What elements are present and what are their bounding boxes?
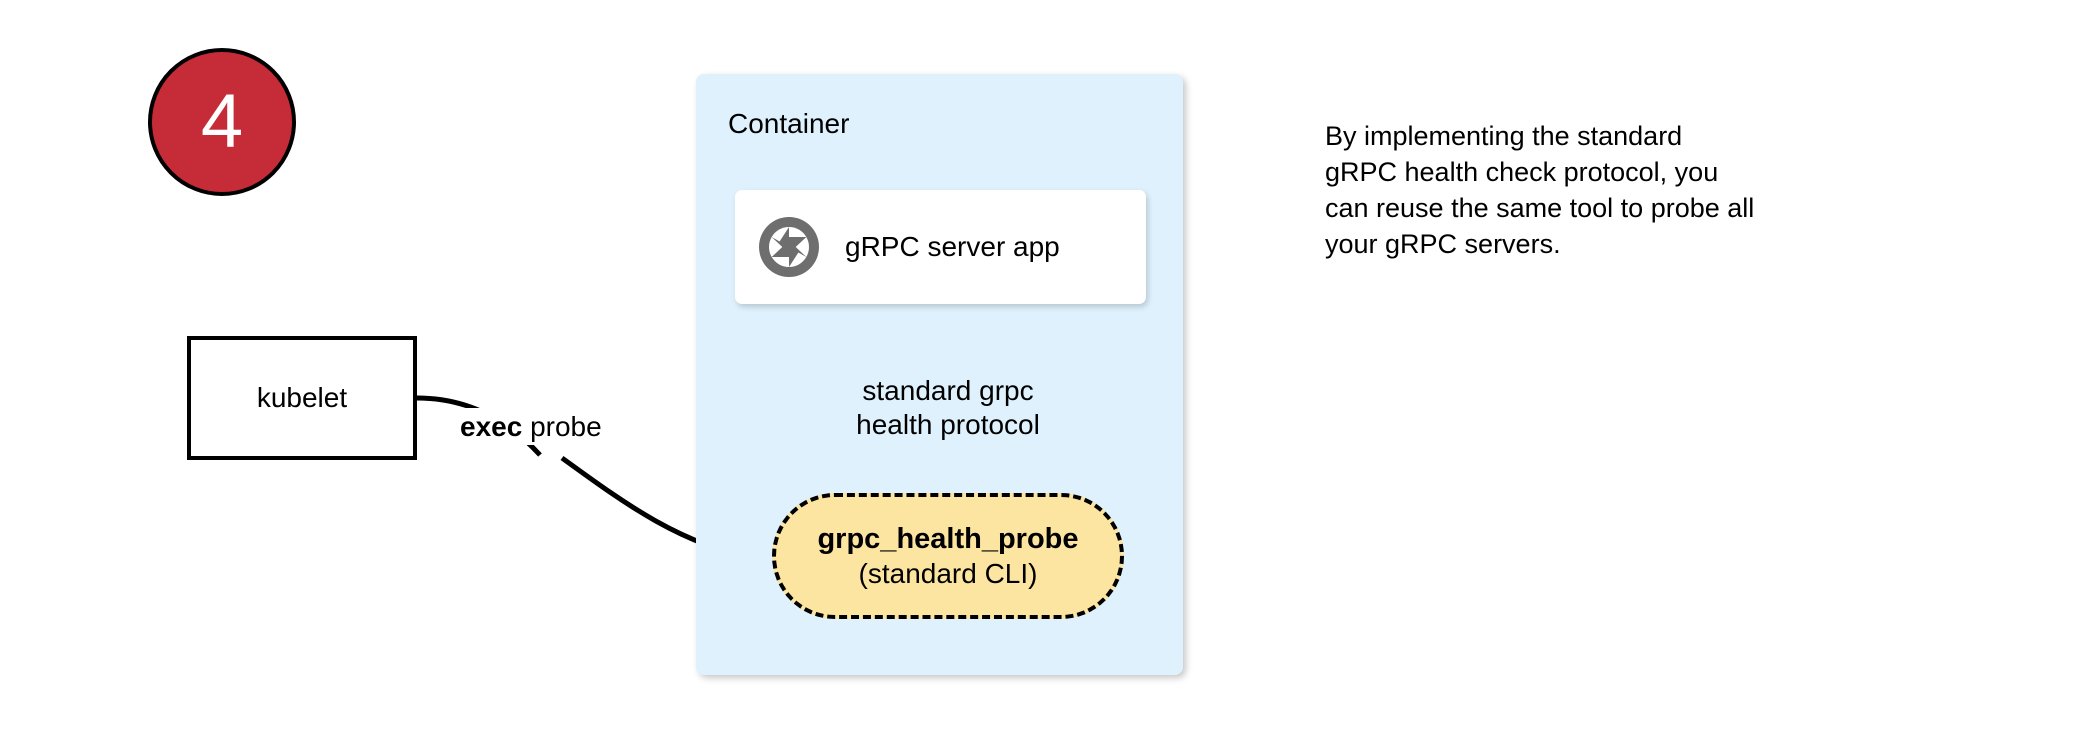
- step-number-badge: 4: [148, 48, 296, 196]
- health-protocol-line-1: standard grpc: [838, 374, 1058, 409]
- grpc-health-probe-node: grpc_health_probe (standard CLI): [772, 493, 1124, 619]
- annotation-line-3: can reuse the same tool to probe all: [1325, 192, 1755, 223]
- annotation-line-2: gRPC health check protocol, you: [1325, 156, 1719, 187]
- container-group-label: Container: [728, 108, 850, 139]
- health-protocol-line-2: health protocol: [838, 408, 1058, 443]
- annotation-line-4: your gRPC servers.: [1325, 228, 1561, 259]
- grpc-server-app-label: gRPC server app: [845, 231, 1060, 262]
- health-protocol-edge-label: standard grpc health protocol: [838, 374, 1058, 443]
- annotation-line-1: By implementing the standard: [1325, 121, 1683, 151]
- aperture-icon: [759, 217, 819, 277]
- grpc-server-app-node: gRPC server app: [735, 190, 1146, 304]
- kubelet-node: kubelet: [187, 336, 417, 460]
- kubelet-label: kubelet: [256, 382, 348, 413]
- exec-probe-edge-label: exec probe: [455, 408, 607, 445]
- grpc-health-probe-subtitle: (standard CLI): [858, 557, 1038, 589]
- grpc-health-probe-title: grpc_health_probe: [817, 523, 1079, 556]
- exec-probe-rest: probe: [522, 411, 602, 442]
- exec-probe-bold-part: exec: [460, 411, 523, 442]
- annotation-text: By implementing the standard gRPC health…: [1325, 119, 1925, 263]
- step-number-label: 4: [200, 79, 244, 164]
